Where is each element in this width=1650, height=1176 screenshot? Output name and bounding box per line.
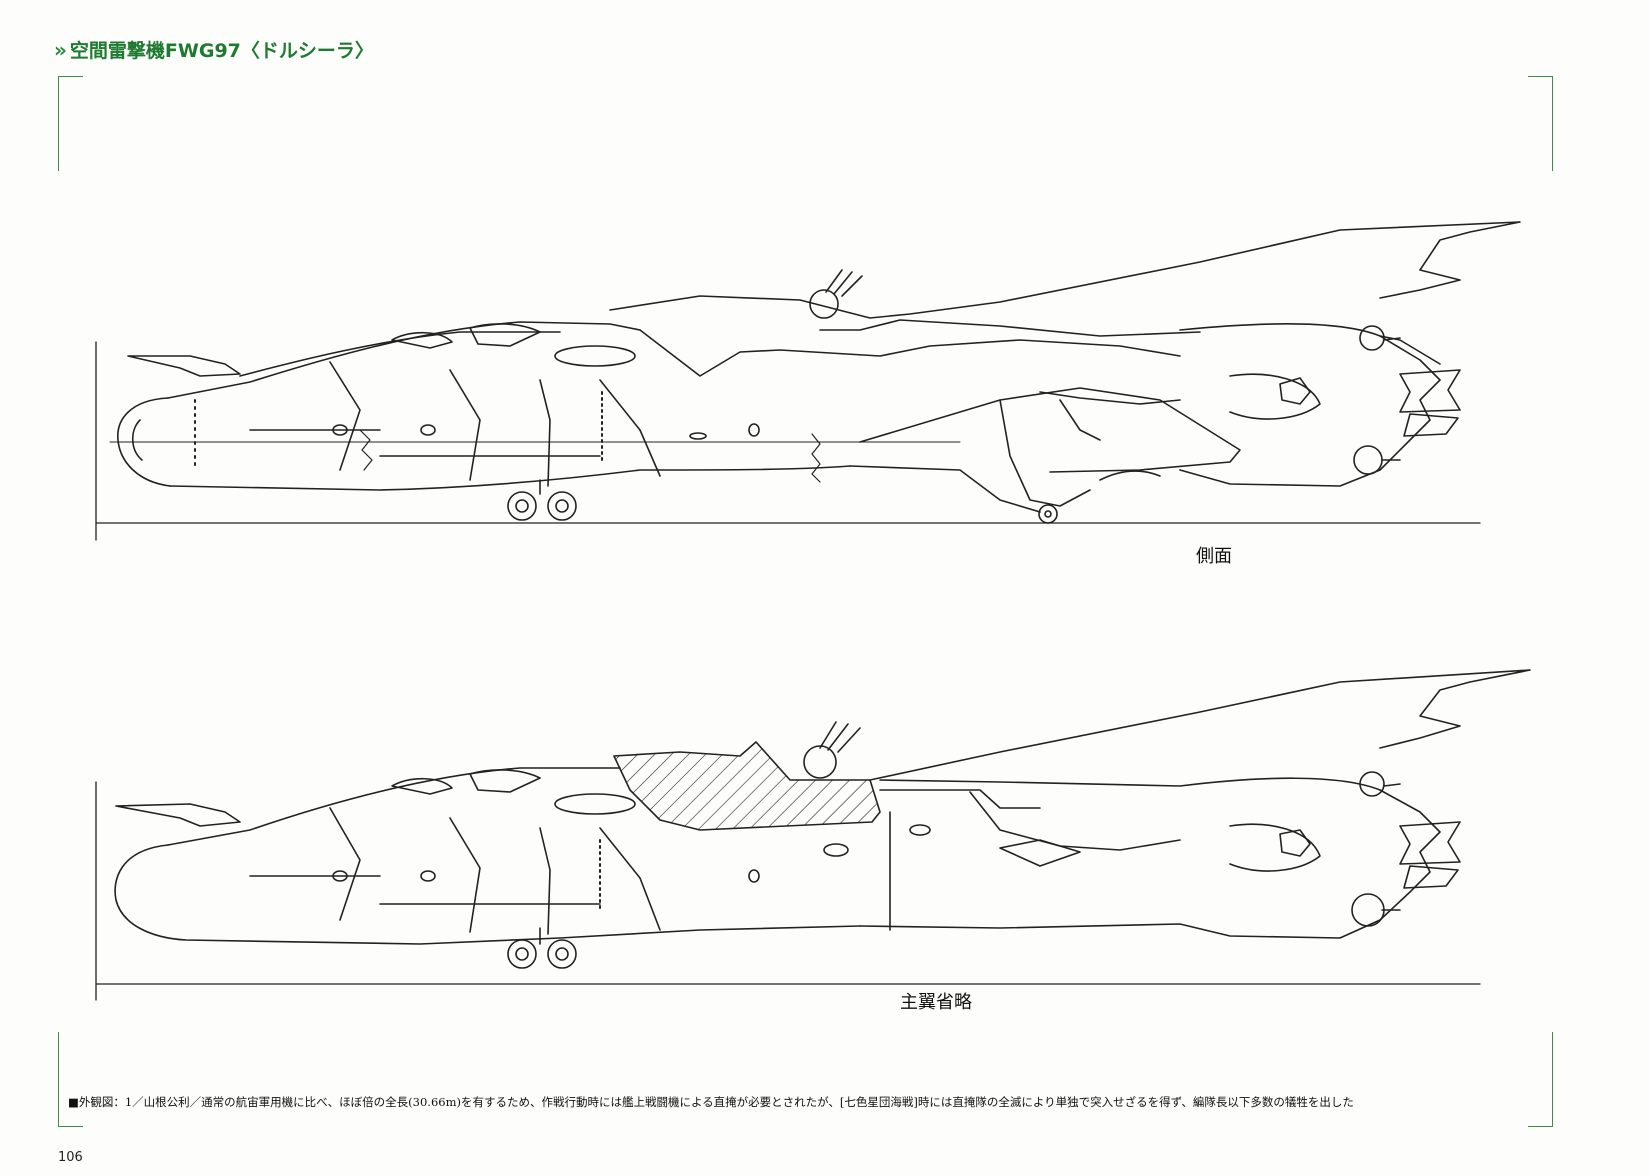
page-number: 106 xyxy=(58,1150,83,1165)
frame-corner-bottom-left xyxy=(58,1032,83,1127)
figure-description: ■外観図：1／山根公利／通常の航宙軍用機に比べ、ほぼ倍の全長(30.66m)を有… xyxy=(68,1095,1354,1109)
side-view-drawing xyxy=(95,221,1521,541)
section-header: » 空間雷撃機FWG97〈ドルシーラ〉 xyxy=(54,36,374,63)
frame-corner-top-right xyxy=(1528,76,1553,171)
frame-corner-top-left xyxy=(58,76,83,171)
no-wing-view-drawing xyxy=(95,669,1531,1001)
frame-corner-bottom-right xyxy=(1528,1032,1553,1127)
double-chevron-icon: » xyxy=(54,37,67,62)
page-title: 空間雷撃機FWG97〈ドルシーラ〉 xyxy=(69,40,374,62)
no-wing-view-caption: 主翼省略 xyxy=(900,992,972,1013)
side-view-caption: 側面 xyxy=(1196,546,1232,567)
